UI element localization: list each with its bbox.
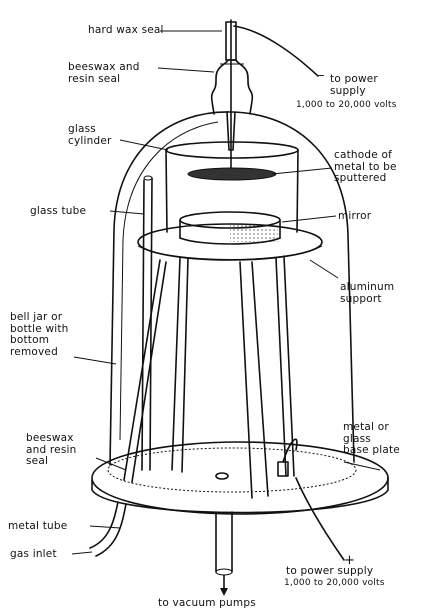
glass-tube xyxy=(141,177,153,471)
cathode-disc xyxy=(187,167,277,181)
vacuum-pipe-end xyxy=(215,568,233,576)
label-power-supply-top-volts: 1,000 to 20,000 volts xyxy=(296,100,397,110)
label-base-plate: metal or glass base plate xyxy=(343,421,400,456)
vacuum-port xyxy=(215,472,229,480)
leader-lines xyxy=(71,30,381,555)
platform-edge xyxy=(137,245,323,260)
base-plate-rim xyxy=(91,477,389,514)
label-power-supply-bottom-volts: 1,000 to 20,000 volts xyxy=(284,578,385,588)
label-vacuum-pumps: to vacuum pumps xyxy=(158,597,256,609)
vacuum-pipe xyxy=(215,511,233,573)
label-beeswax-resin-seal-top: beeswax and resin seal xyxy=(68,61,140,85)
support-leg-left xyxy=(171,257,189,473)
label-power-supply-bottom: to power supply xyxy=(286,565,374,577)
label-mirror: mirror xyxy=(338,210,372,222)
plus-sign: + xyxy=(344,553,355,568)
vacuum-arrowhead xyxy=(220,588,228,596)
label-glass-cylinder: glass cylinder xyxy=(68,123,112,147)
label-gas-inlet: gas inlet xyxy=(10,548,57,560)
top-power-wire xyxy=(233,25,319,77)
support-leg-right xyxy=(275,255,295,477)
minus-sign: – xyxy=(318,68,325,83)
bell-jar xyxy=(109,111,355,466)
label-beeswax-resin-seal-bottom: beeswax and resin seal xyxy=(26,432,77,467)
glass-cylinder-walls xyxy=(165,149,299,233)
label-bell-jar: bell jar or bottle with bottom removed xyxy=(10,311,69,358)
label-cathode: cathode of metal to be sputtered xyxy=(334,149,397,184)
label-metal-tube: metal tube xyxy=(8,520,68,532)
metal-tube xyxy=(89,501,127,557)
terminal-wire xyxy=(282,438,298,463)
bell-jar-highlight xyxy=(119,121,219,441)
diagonal-rod xyxy=(123,259,167,483)
mirror-shading xyxy=(230,224,278,242)
bottom-power-wire xyxy=(295,477,345,561)
label-glass-tube: glass tube xyxy=(30,205,87,217)
glass-tube-top xyxy=(143,175,153,181)
label-power-supply-top: to power supply xyxy=(330,73,378,97)
label-aluminum-support: aluminum support xyxy=(340,281,395,305)
label-hard-wax-seal: hard wax seal xyxy=(88,24,164,36)
mirror-sides xyxy=(179,219,281,239)
stopper-neck xyxy=(210,59,254,115)
beeswax-seal-ring xyxy=(107,447,357,493)
stopper-tip xyxy=(226,111,236,151)
support-leg-center xyxy=(239,261,269,499)
